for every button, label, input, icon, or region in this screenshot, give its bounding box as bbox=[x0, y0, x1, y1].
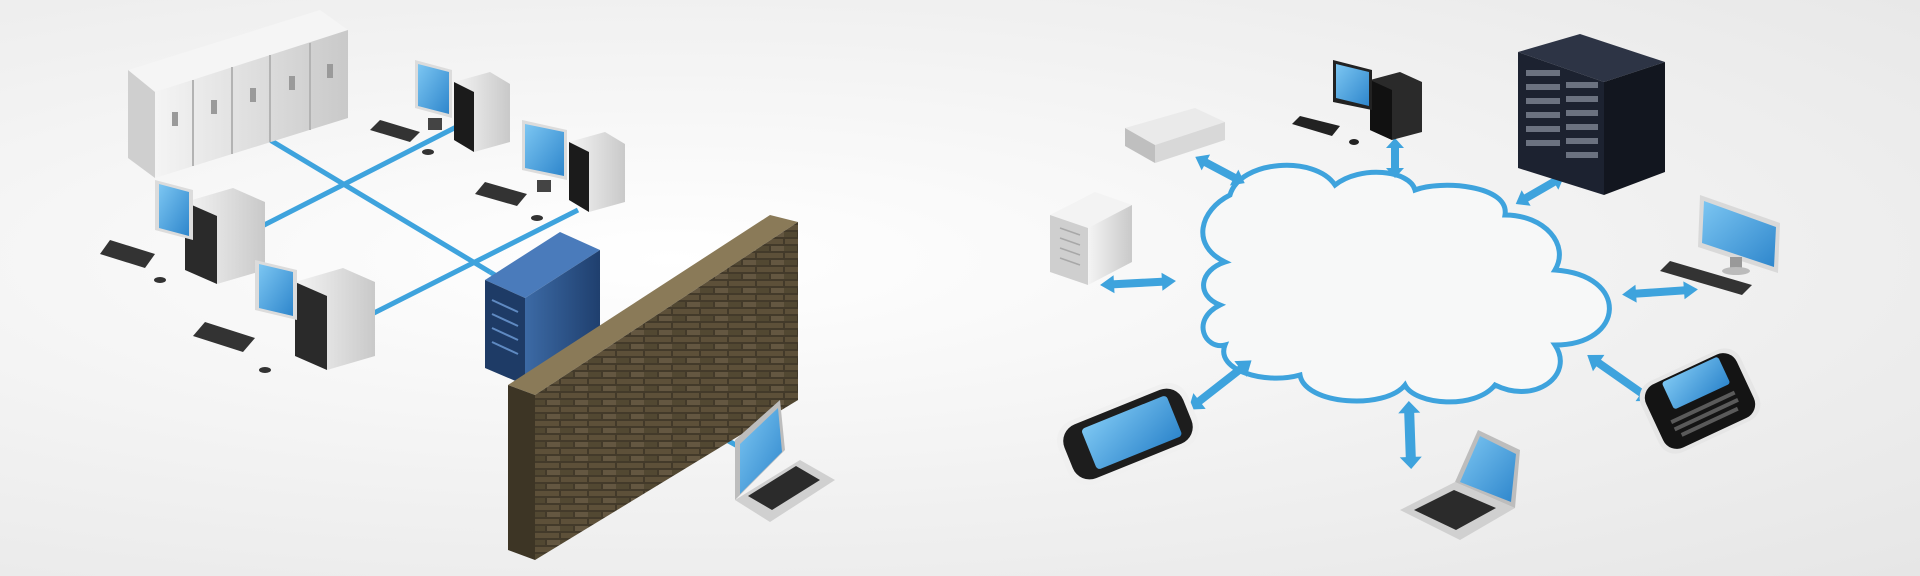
smartphone-icon bbox=[1056, 382, 1200, 486]
double-arrow-icon bbox=[1587, 354, 1653, 402]
desktop-computer-icon bbox=[475, 120, 625, 221]
server-rack-icon bbox=[1518, 34, 1665, 195]
blackberry-phone-icon bbox=[1639, 348, 1761, 454]
double-arrow-icon bbox=[1398, 401, 1422, 469]
desktop-computer-icon bbox=[370, 60, 510, 155]
laptop-icon bbox=[1400, 430, 1520, 540]
desktop-computer-icon bbox=[193, 260, 375, 373]
left-network bbox=[100, 10, 835, 560]
right-network bbox=[1050, 34, 1780, 540]
double-arrow-icon bbox=[1386, 138, 1404, 178]
connection-arrows bbox=[1100, 138, 1698, 469]
double-arrow-icon bbox=[1188, 360, 1252, 410]
blue-server-tower-icon bbox=[485, 232, 600, 385]
server-cabinet-icon bbox=[128, 10, 348, 178]
brick-firewall-icon bbox=[508, 215, 798, 560]
desktop-computer-icon bbox=[1292, 60, 1422, 145]
monitor-keyboard-icon bbox=[1660, 195, 1780, 295]
double-arrow-icon bbox=[1515, 174, 1565, 206]
double-arrow-icon bbox=[1622, 281, 1698, 303]
cloud-icon bbox=[1200, 162, 1612, 405]
desktop-computer-icon bbox=[100, 180, 265, 284]
double-arrow-icon bbox=[1100, 272, 1176, 294]
laptop-icon bbox=[735, 400, 835, 522]
router-icon bbox=[1125, 108, 1225, 163]
double-arrow-icon bbox=[1195, 154, 1245, 186]
external-drive-icon bbox=[1050, 192, 1132, 285]
